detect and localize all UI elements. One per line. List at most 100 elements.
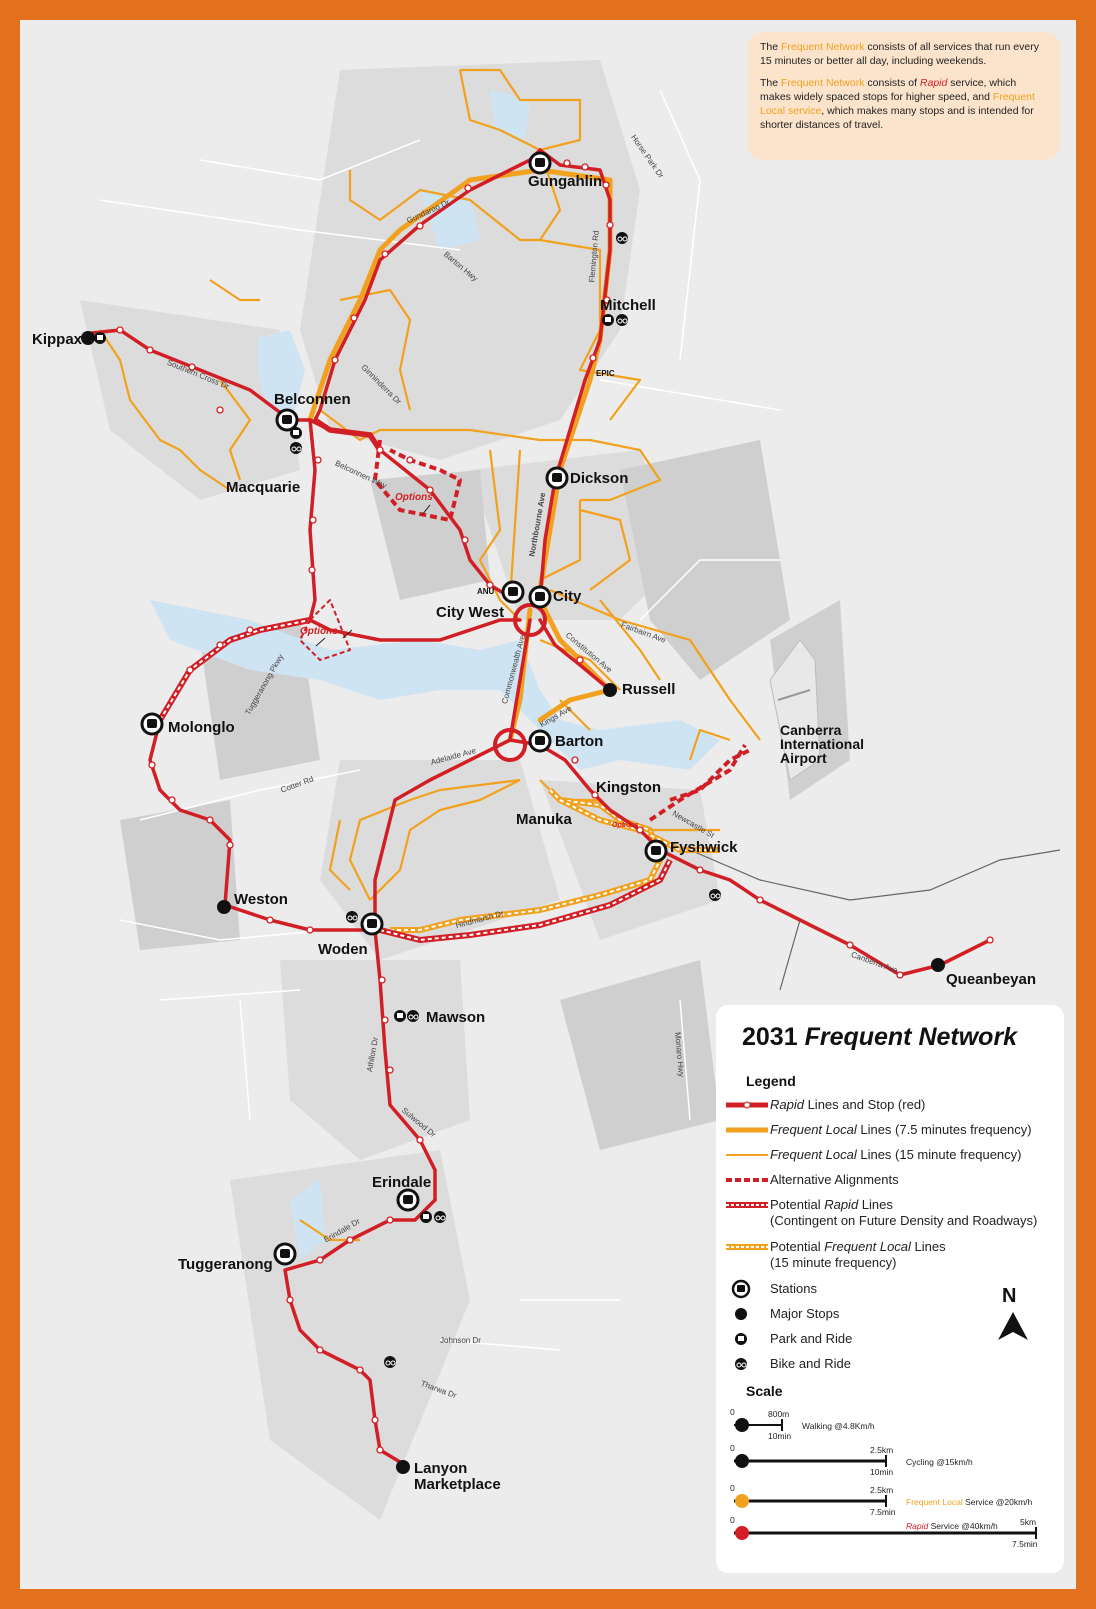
road-label: Johnson Dr (440, 1336, 481, 1345)
legend-panel: 2031 Frequent Network Legend Rapid Lines… (716, 1005, 1064, 1573)
bike-ride-swatch (735, 1358, 747, 1370)
scale-walk-label: Walking @4.8Km/h (802, 1421, 875, 1431)
scale-cycle-time: 10min (870, 1467, 894, 1477)
label-epic: EPIC (596, 369, 615, 378)
label-woden: Woden (318, 941, 368, 958)
scale-cycle-zero: 0 (730, 1443, 735, 1453)
station-gungahlin (528, 151, 552, 175)
scale-heading: Scale (746, 1383, 783, 1399)
info-box: The Frequent Network consists of all ser… (748, 32, 1060, 160)
north-label: N (1002, 1285, 1017, 1307)
label-options-2: Options (300, 626, 338, 637)
label-kingston: Kingston (596, 779, 661, 796)
station-barton (528, 729, 552, 753)
rapid-stops (116, 159, 994, 1454)
rail-lines (689, 849, 1061, 991)
label-molonglo: Molonglo (168, 719, 235, 736)
label-options-1: Options (395, 492, 433, 503)
label-barton: Barton (555, 733, 604, 750)
scale-local-label: Frequent Local Service @20km/h (906, 1497, 1033, 1507)
legend-item-local-15: Frequent Local Lines (15 minute frequenc… (716, 1145, 1064, 1165)
label-dickson: Dickson (570, 470, 629, 487)
park-and-ride-icons (94, 314, 614, 1223)
airport-runways (769, 639, 821, 781)
stations (140, 151, 668, 1266)
info-paragraph-2: The Frequent Network consists of Rapid s… (760, 77, 1035, 131)
legend-item-stations: Stations (716, 1279, 1064, 1299)
scale-walk-dist: 800m (768, 1409, 790, 1419)
major-stops (81, 331, 945, 1474)
park-ride-swatch (735, 1333, 747, 1345)
label-macquarie: Macquarie (226, 479, 301, 496)
minor-roads (99, 89, 781, 1351)
label-weston: Weston (234, 891, 288, 908)
label-tuggeranong: Tuggeranong (178, 1256, 273, 1273)
label-fyshwick: Fyshwick (670, 839, 738, 856)
scale-local-time: 7.5min (870, 1507, 896, 1517)
station-tuggeranong (273, 1242, 297, 1266)
label-russell: Russell (622, 681, 676, 698)
alternative-alignments (373, 439, 751, 822)
scale-rapid-time: 7.5min (1012, 1539, 1038, 1549)
scale-rapid-label: Rapid Service @40km/h (906, 1521, 998, 1531)
station-belconnen (275, 408, 299, 432)
local-thick-swatch (726, 1127, 768, 1133)
station-dickson (545, 466, 569, 490)
label-mitchell: Mitchell (600, 297, 656, 314)
label-belconnen: Belconnen (274, 391, 351, 408)
rapid-line-swatch (726, 1101, 768, 1109)
option-arrows (315, 504, 431, 647)
label-manuka: Manuka (516, 811, 572, 828)
scale-rapid-dist: 5km (1020, 1517, 1037, 1527)
station-city-west (501, 580, 525, 604)
station-erindale (396, 1188, 420, 1212)
legend-item-rapid: Rapid Lines and Stop (red) (716, 1095, 1064, 1115)
label-queanbeyan: Queanbeyan (946, 971, 1037, 988)
station-molonglo (140, 712, 164, 736)
legend-heading: Legend (746, 1073, 796, 1089)
legend-item-bike-ride: Bike and Ride (716, 1354, 1064, 1374)
station-swatch (731, 1279, 751, 1299)
scale-walk-time: 10min (768, 1431, 792, 1441)
label-kippax: Kippax (32, 331, 83, 348)
scale-local-dist: 2.5km (870, 1485, 894, 1495)
scale-bars (734, 1418, 1037, 1540)
scale-walk-zero: 0 (730, 1407, 735, 1417)
local-thin-swatch (726, 1154, 768, 1156)
legend-title: 2031 Frequent Network (742, 1023, 1018, 1051)
legend-item-local-7.5: Frequent Local Lines (7.5 minutes freque… (716, 1120, 1064, 1140)
label-mawson: Mawson (426, 1009, 486, 1026)
lakes (150, 90, 720, 1260)
label-erindale: Erindale (372, 1174, 432, 1191)
legend-item-alternative: Alternative Alignments (716, 1170, 1064, 1190)
potential-local-swatch (726, 1244, 768, 1250)
legend-item-potential-rapid: Potential Rapid Lines(Contingent on Futu… (716, 1195, 1064, 1231)
rapid-loop-belconnen (313, 417, 383, 452)
alternative-swatch (726, 1178, 768, 1182)
legend-item-potential-local: Potential Frequent Local Lines(15 minute… (716, 1237, 1064, 1273)
label-anu: ANU (477, 587, 495, 596)
label-gungahlin: Gungahlin (528, 173, 603, 190)
station-woden (360, 912, 384, 936)
bike-and-ride-icons (290, 232, 721, 1368)
potential-rapid-swatch (726, 1202, 768, 1208)
legend-item-major-stops: Major Stops (716, 1304, 1064, 1324)
station-city (528, 585, 552, 609)
label-city-west: City West (436, 604, 505, 621)
north-arrow-icon (998, 1312, 1028, 1340)
station-fyshwick (644, 839, 668, 863)
label-city: City (553, 588, 582, 605)
potential-rapid-lines (157, 599, 673, 943)
scale-rapid-zero: 0 (730, 1515, 735, 1525)
label-options-3: Options (612, 822, 639, 829)
scale-cycle-label: Cycling @15km/h (906, 1457, 973, 1467)
scale-local-zero: 0 (730, 1483, 735, 1493)
rapid-ring-city (493, 603, 547, 762)
legend-item-park-ride: Park and Ride (716, 1329, 1064, 1349)
scale-cycle-dist: 2.5km (870, 1445, 894, 1455)
info-paragraph-1: The Frequent Network consists of all ser… (760, 41, 1039, 67)
major-stop-swatch (735, 1308, 747, 1320)
